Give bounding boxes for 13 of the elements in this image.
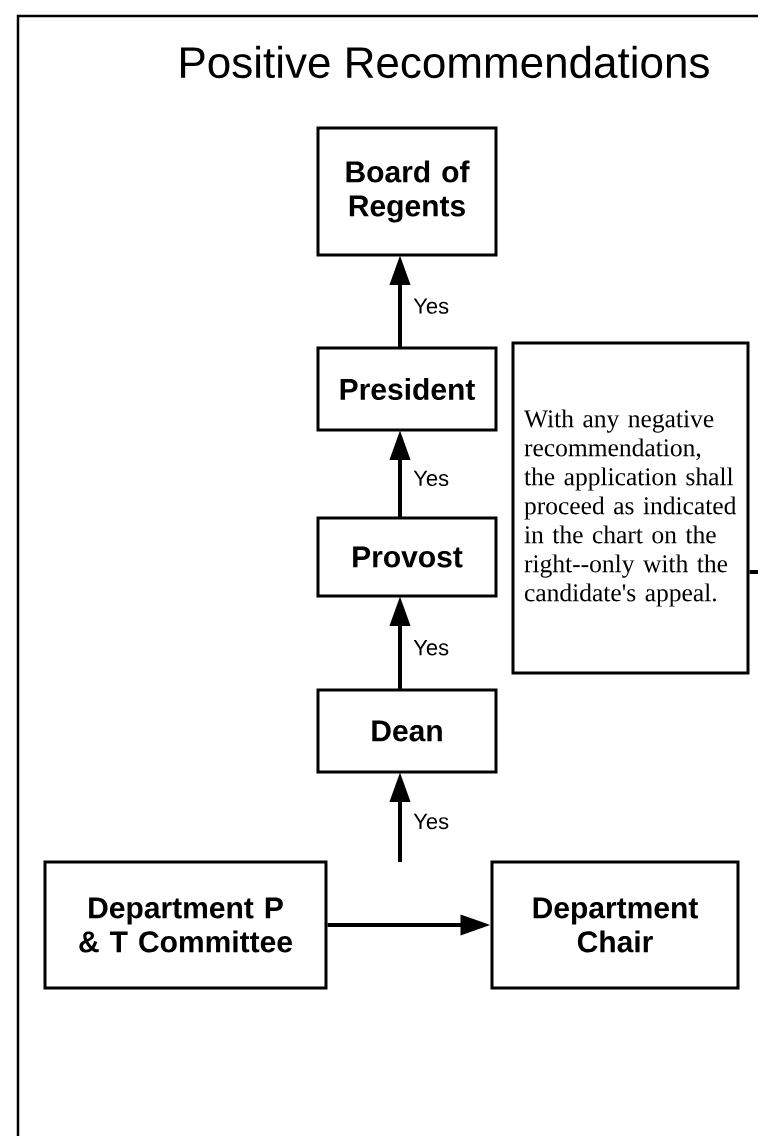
process-box: Department Chair bbox=[490, 860, 740, 990]
edge-label: Yes bbox=[413, 813, 449, 830]
edge-label: Yes bbox=[413, 470, 449, 487]
note-box: With any negative recommendation, the application shall proceed as indicated in the chart on the right--only with the candidate's appeal. bbox=[511, 341, 750, 675]
process-box: Dean bbox=[316, 688, 498, 774]
process-box: Board of Regents bbox=[316, 126, 498, 257]
edge-label: Yes bbox=[413, 640, 449, 656]
connector-line bbox=[749, 570, 758, 574]
process-box: President bbox=[316, 346, 498, 432]
process-box: Department P & T Committee bbox=[43, 860, 328, 990]
title: Positive Recommendations bbox=[181, 45, 709, 79]
process-box: Provost bbox=[316, 516, 498, 598]
edge-label: Yes bbox=[413, 298, 449, 314]
